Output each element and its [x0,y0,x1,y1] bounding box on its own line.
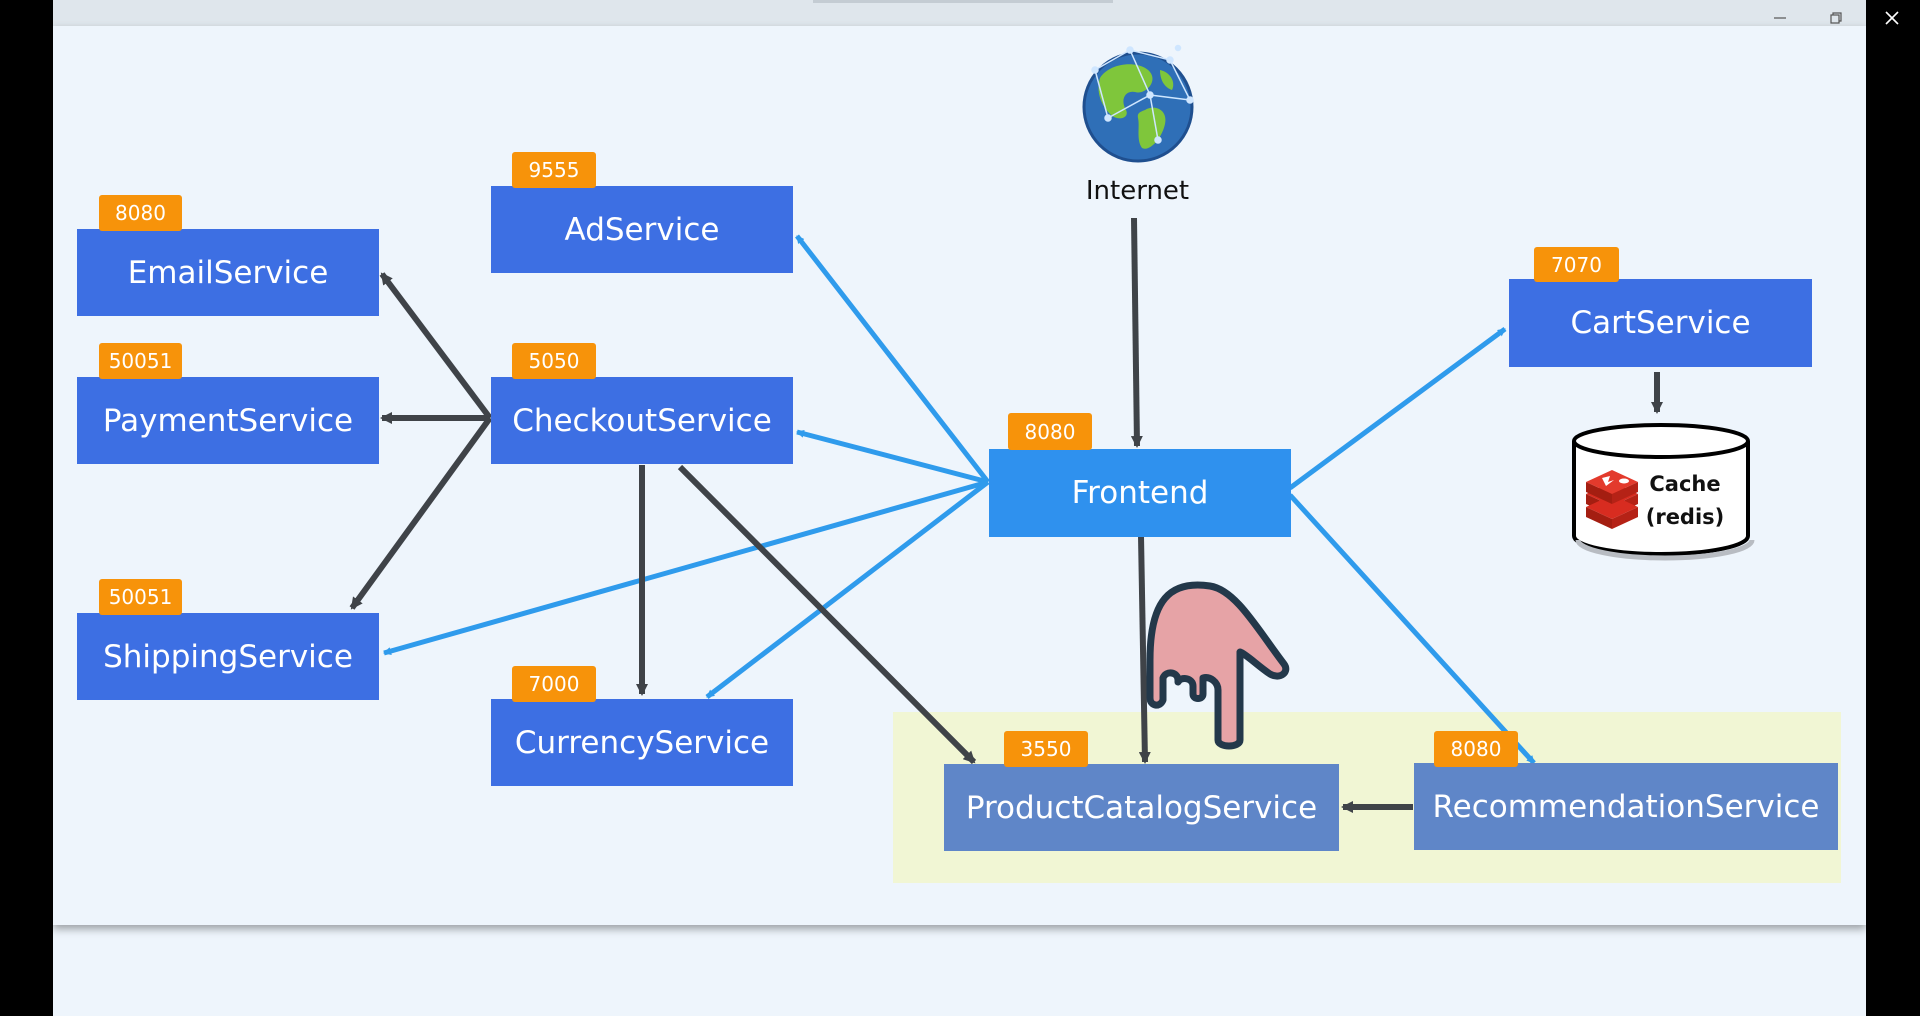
arrow-checkout-email [379,272,493,420]
email-service-port-badge: 8080 [99,195,182,231]
shipping-service-port-badge: 50051 [99,579,182,615]
payment-service-port-badge: 50051 [99,343,182,379]
cache-label: Cache (redis) [1640,468,1730,534]
cache-label-line2: (redis) [1645,505,1725,529]
checkout-service-port-badge: 5050 [512,343,596,379]
close-button[interactable] [1864,0,1920,36]
email-service-node[interactable]: EmailService [77,229,379,316]
currency-service-node[interactable]: CurrencyService [491,699,793,786]
cache-label-line1: Cache [1649,472,1721,496]
payment-service-node[interactable]: PaymentService [77,377,379,464]
ad-service-node[interactable]: AdService [491,186,793,273]
recommendation-service-node[interactable]: RecommendationService [1414,763,1838,850]
shipping-service-node[interactable]: ShippingService [77,613,379,700]
internet-label: Internet [1085,176,1190,206]
product-catalog-service-port-badge: 3550 [1004,731,1088,767]
ad-service-port-badge: 9555 [512,152,596,188]
arrow-checkout-shipping [349,416,493,610]
slide-top-bar [53,0,1866,26]
close-icon [1885,11,1899,25]
ad-service-label: AdService [564,211,720,248]
checkout-service-node[interactable]: CheckoutService [491,377,793,464]
email-service-label: EmailService [127,254,329,291]
pointing-hand-icon [1146,581,1290,750]
minimize-icon [1774,17,1786,19]
arrow-frontend-cart [1288,326,1507,491]
arrow-frontend-checkout [796,429,989,485]
payment-service-label: PaymentService [102,402,354,439]
checkout-service-label: CheckoutService [512,402,772,439]
arrow-frontend-ad [795,234,990,484]
frontend-port-badge: 8080 [1008,413,1092,450]
arrow-frontend-currency [705,480,990,699]
product-catalog-service-label: ProductCatalogService [965,789,1318,826]
minimize-button[interactable] [1752,0,1808,36]
recommendation-service-label: RecommendationService [1432,788,1820,825]
cart-service-node[interactable]: CartService [1509,279,1812,367]
cart-service-port-badge: 7070 [1534,247,1619,282]
recommendation-service-port-badge: 8080 [1434,731,1518,767]
arrow-frontend-productcatalog [1138,535,1151,764]
arrow-frontend-shipping [383,479,989,656]
currency-service-port-badge: 7000 [512,666,596,702]
globe-icon [1082,44,1194,163]
currency-service-label: CurrencyService [514,724,770,761]
arrow-internet-frontend [1130,217,1143,448]
window-controls [1752,0,1920,36]
frontend-node[interactable]: Frontend [989,449,1291,537]
shipping-service-label: ShippingService [103,638,353,675]
frontend-label: Frontend [1071,475,1209,511]
restore-icon [1830,12,1842,24]
cart-service-label: CartService [1570,305,1751,341]
restore-button[interactable] [1808,0,1864,36]
redis-icon [1586,470,1638,529]
product-catalog-service-node[interactable]: ProductCatalogService [944,764,1339,851]
top-bar-tab [813,0,1113,3]
arrow-checkout-productcatalog [677,464,977,765]
arrow-frontend-recommendation [1288,493,1536,765]
